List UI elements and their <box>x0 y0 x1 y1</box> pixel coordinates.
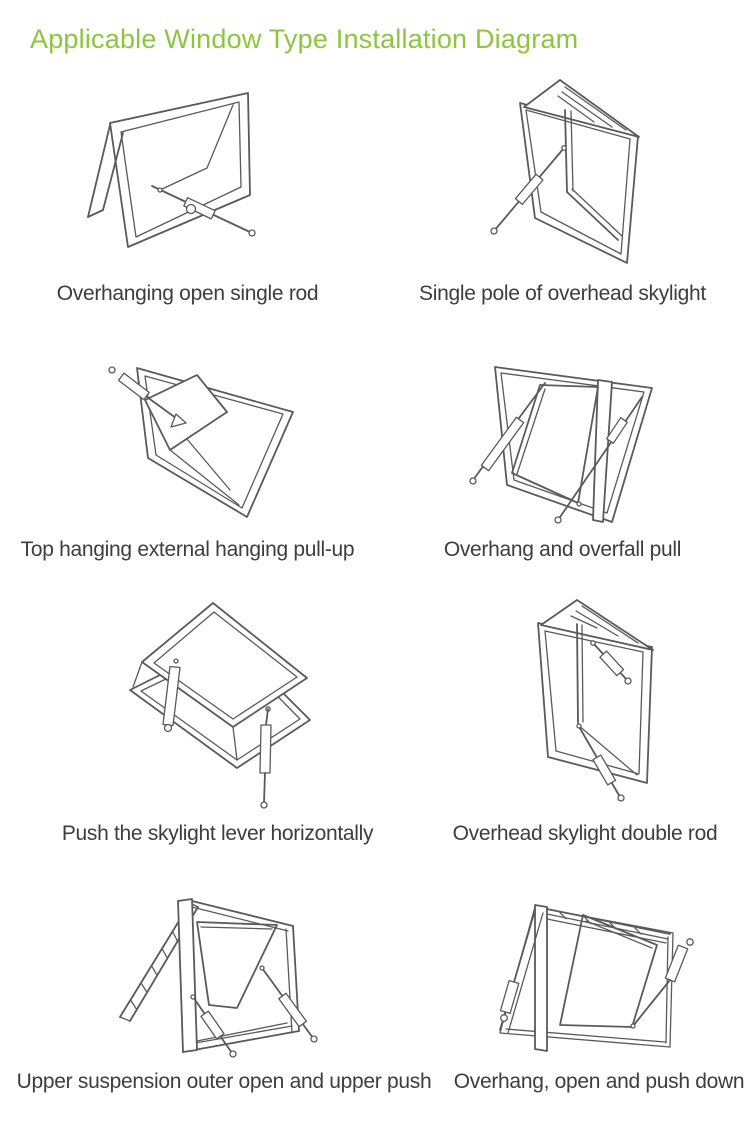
figure-caption-4: Overhang and overfall pull <box>443 538 682 561</box>
overhanging-open-single-rod-illustration-icon <box>87 92 256 248</box>
figure-caption-6: Overhead skylight double rod <box>452 822 718 845</box>
top-hanging-external-pull-up-illustration-icon <box>108 366 294 518</box>
figure-cell-2 <box>375 78 750 282</box>
overhead-skylight-double-rod-illustration-icon <box>537 599 654 802</box>
figure-cell-6 <box>375 575 750 820</box>
figure-caption-8: Overhang, open and push down <box>453 1070 745 1093</box>
figure-caption-7: Upper suspension outer open and upper pu… <box>16 1070 432 1093</box>
figure-cell-8 <box>375 865 750 1070</box>
figure-cell-3 <box>0 340 375 536</box>
single-pole-overhead-skylight-illustration-icon <box>490 79 640 264</box>
figure-caption-1: Overhanging open single rod <box>56 282 319 305</box>
figure-caption-5: Push the skylight lever horizontally <box>61 822 374 845</box>
figure-cell-1 <box>0 85 375 282</box>
page-title: Applicable Window Type Installation Diag… <box>30 24 579 54</box>
figure-cell-7 <box>0 865 375 1070</box>
figure-cell-5 <box>0 575 375 820</box>
upper-suspension-outer-open-upper-push-illustration-icon <box>119 898 318 1058</box>
push-skylight-lever-horizontal-illustration-icon <box>129 602 311 809</box>
figure-caption-3: Top hanging external hanging pull-up <box>20 538 355 561</box>
overhang-and-overfall-pull-illustration-icon <box>469 366 653 524</box>
figure-cell-4 <box>375 340 750 536</box>
figure-caption-2: Single pole of overhead skylight <box>419 282 706 305</box>
overhang-open-and-push-down-illustration-icon <box>499 904 694 1052</box>
